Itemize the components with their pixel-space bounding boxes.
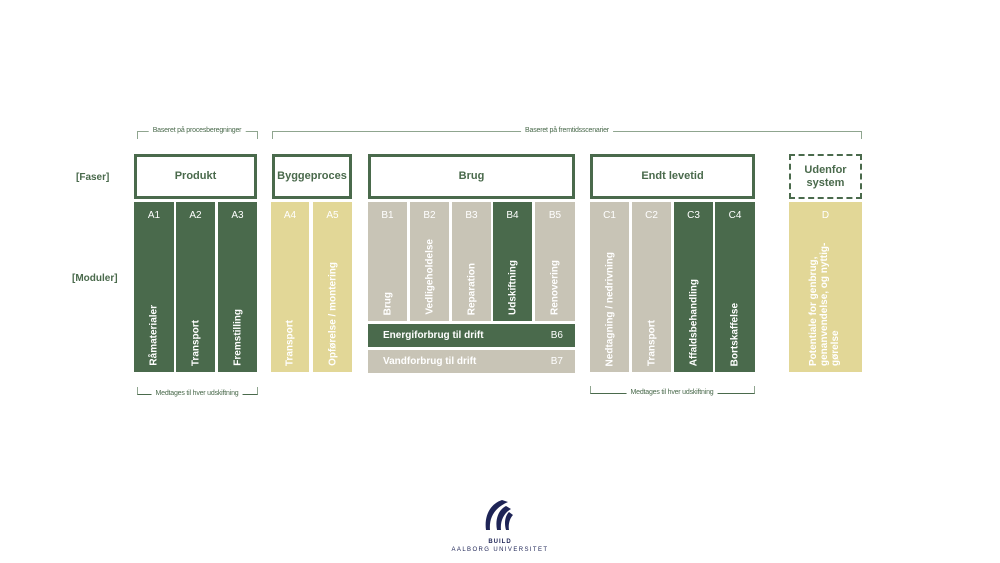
phase-byggeproces: Byggeproces bbox=[272, 154, 352, 199]
module-label: Fremstilling bbox=[232, 309, 243, 366]
module-label: Transport bbox=[284, 319, 296, 366]
module-label: Opførelse / montering bbox=[327, 262, 338, 366]
bracket-label: Medtages til hver udskiftning bbox=[626, 389, 718, 396]
module-label: Råmaterialer bbox=[148, 305, 160, 366]
module-code: B1 bbox=[381, 210, 394, 221]
moduler-label: [Moduler] bbox=[72, 273, 118, 284]
phase-endt-levetid: Endt levetid bbox=[590, 154, 755, 199]
aau-wave-icon bbox=[485, 500, 513, 530]
module-code: C1 bbox=[603, 210, 616, 221]
logo: BUILD AALBORG UNIVERSITET bbox=[450, 498, 550, 553]
bracket-label: Medtages til hver udskiftning bbox=[151, 390, 243, 397]
module-label: Transport bbox=[646, 319, 657, 366]
module-code: A1 bbox=[147, 210, 161, 221]
module-code: A3 bbox=[231, 210, 244, 221]
module-code: B3 bbox=[465, 210, 478, 221]
module-code: A2 bbox=[189, 210, 202, 221]
module-code: A5 bbox=[326, 210, 339, 221]
module-code: C4 bbox=[728, 210, 742, 221]
module-code: A4 bbox=[283, 210, 297, 221]
phase-udenfor-system: Udenfor system bbox=[789, 154, 862, 199]
module-label: Brug bbox=[382, 291, 393, 315]
module-code: B4 bbox=[506, 210, 519, 221]
logo-build: BUILD bbox=[488, 539, 512, 545]
module-d: D Potentiale for genbrug, genanvendelse, … bbox=[789, 202, 862, 372]
faser-label: [Faser] bbox=[76, 172, 110, 183]
module-label: Affaldsbehandling bbox=[688, 278, 699, 366]
module-label: Bortskaffelse bbox=[729, 302, 741, 366]
module-label: Vedligeholdelse bbox=[424, 239, 435, 315]
row-label: Energiforbrug til drift bbox=[383, 330, 484, 341]
module-code: B2 bbox=[423, 210, 436, 221]
module-label: Udskiftning bbox=[507, 260, 518, 315]
row-code: B6 bbox=[550, 330, 563, 341]
module-code: D bbox=[821, 210, 830, 221]
module-code: C3 bbox=[687, 210, 700, 221]
module-label: Transport bbox=[190, 319, 201, 366]
row-code: B7 bbox=[550, 356, 563, 367]
bracket-label: Baseret på procesberegninger bbox=[148, 127, 246, 134]
module-code: C2 bbox=[645, 210, 658, 221]
module-label: Reparation bbox=[466, 262, 477, 315]
module-label: Nedtagning / nedrivning bbox=[604, 251, 615, 366]
module-label: Renovering bbox=[549, 259, 561, 315]
module-b7: Vandforbrug til drift B7 bbox=[368, 350, 575, 373]
logo-university: AALBORG UNIVERSITET bbox=[451, 547, 549, 553]
module-code: B5 bbox=[548, 210, 562, 221]
bracket-label: Baseret på fremtidsscenarier bbox=[521, 127, 613, 134]
phase-produkt: Produkt bbox=[134, 154, 257, 199]
row-label: Vandforbrug til drift bbox=[383, 356, 477, 367]
phase-brug: Brug bbox=[368, 154, 575, 199]
module-b6: Energiforbrug til drift B6 bbox=[368, 324, 575, 347]
module-label: Potentiale for genbrug, genanvendelse, o… bbox=[807, 242, 841, 366]
